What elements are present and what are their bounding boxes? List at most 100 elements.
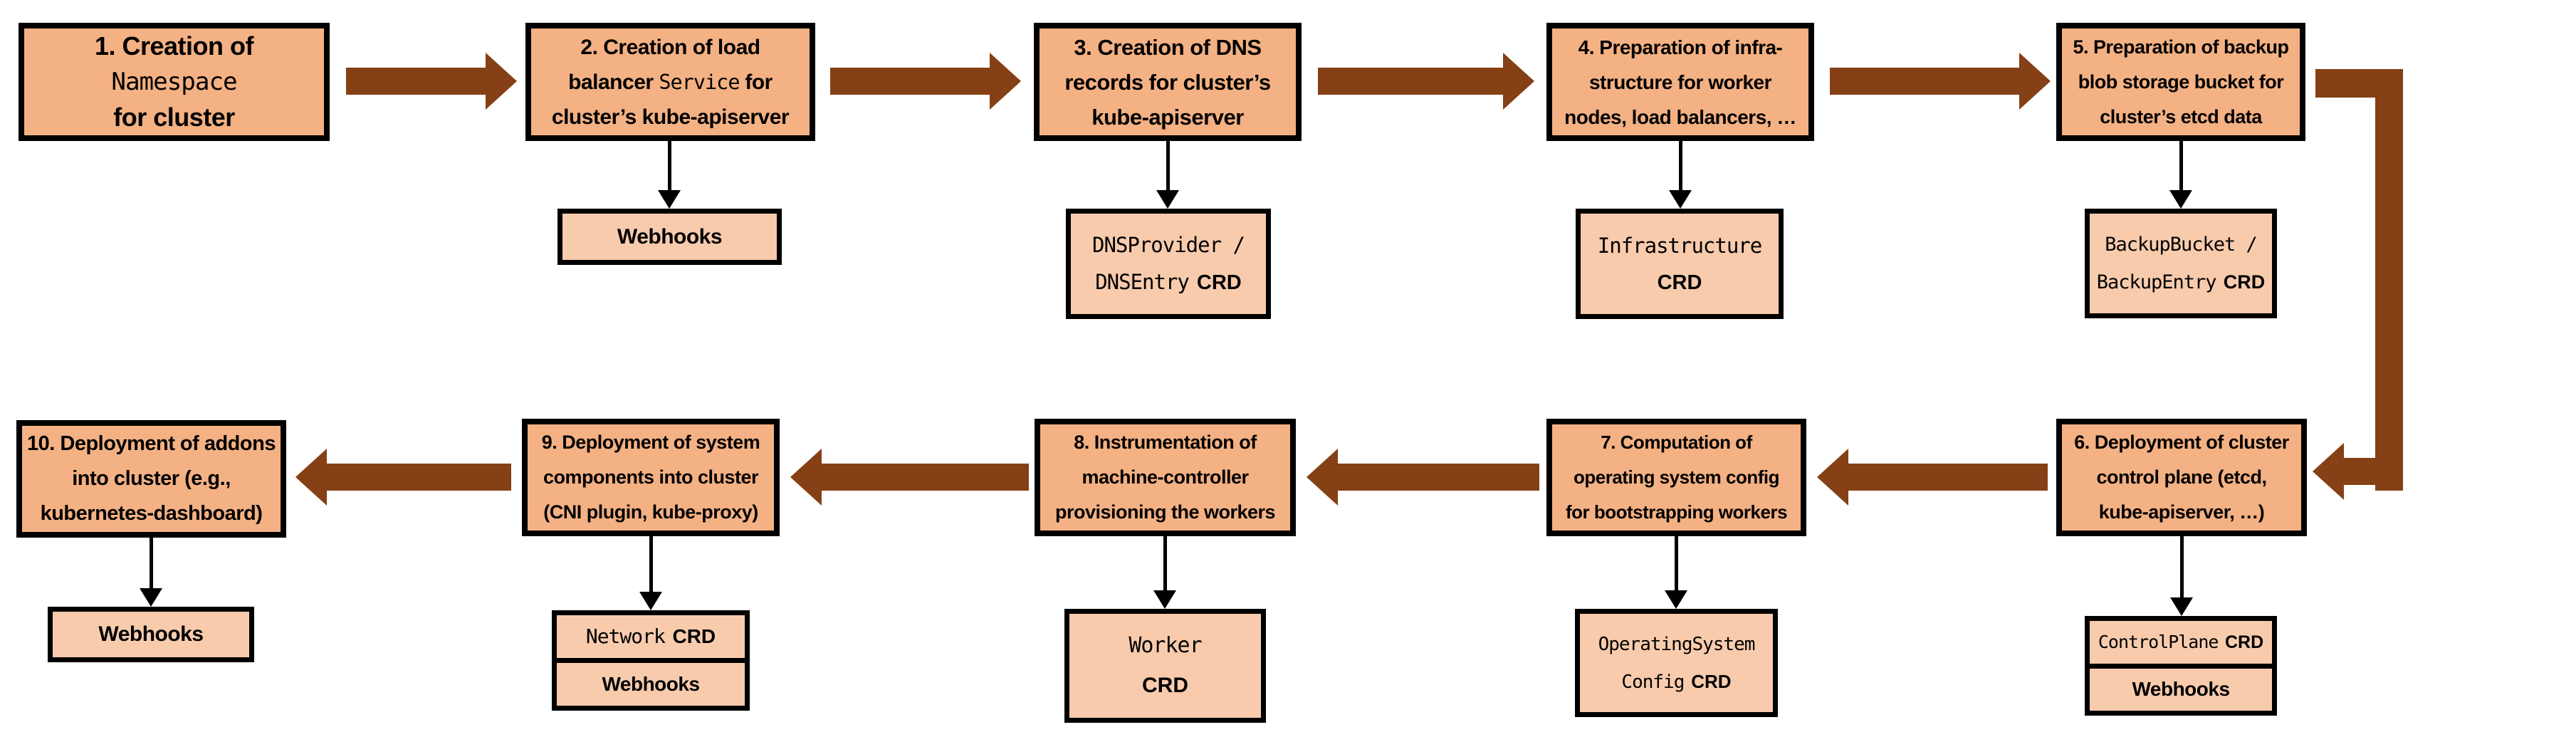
arrow-head (2019, 53, 2051, 110)
arrow-shaft (1318, 68, 1506, 95)
connector-arrowhead (1156, 190, 1179, 209)
step-3-line-2: records for cluster’s (1064, 69, 1271, 95)
arrow-step-9-to-step-10 (295, 449, 511, 506)
arrow-head (990, 53, 1021, 110)
step-1-line-3: for cluster (113, 103, 235, 132)
arrow-step-6-to-step-7 (1817, 449, 2048, 506)
arrow-step-1-to-step-2 (346, 53, 517, 110)
connector-arrowhead (1669, 190, 1692, 209)
step-7-box: 7. Computation of operating system confi… (1546, 419, 1806, 536)
step-5-line-2: blob storage bucket for (2078, 70, 2284, 93)
connector-arrowhead (140, 588, 162, 607)
webhooks-cell: Webhooks (602, 673, 700, 695)
network-label: Network (585, 625, 666, 648)
step-6-line-3: kube-apiserver, …) (2098, 501, 2265, 523)
arrow-head (486, 53, 517, 110)
arrow-head (1817, 449, 1848, 506)
step-3-line-1: 3. Creation of DNS (1074, 34, 1262, 60)
crd-label: CRD (1196, 271, 1242, 294)
infrastructure-label: Infrastructure (1597, 233, 1762, 258)
arrow-step-4-to-step-5 (1830, 53, 2051, 110)
step-2-line-1: 2. Creation of load (580, 35, 760, 59)
webhooks-label: Webhooks (617, 224, 723, 249)
webhooks-label: Webhooks (98, 622, 204, 646)
arrow-head (295, 449, 327, 506)
arrow-head (1503, 53, 1534, 110)
step-5-line-3: cluster’s etcd data (2100, 105, 2262, 127)
connector-stem (1163, 536, 1167, 590)
step-3-line-3: kube-apiserver (1091, 104, 1244, 130)
step-9-line-1: 9. Deployment of system (541, 432, 760, 453)
connector-stem (1678, 141, 1682, 190)
step-10-box: 10. Deployment of addons into cluster (e… (16, 420, 286, 538)
connector-step-3-to-crd (1156, 141, 1179, 209)
step-2-webhooks-box: Webhooks (557, 209, 782, 265)
connector-arrowhead (2170, 597, 2193, 616)
step-1-line-2-namespace: Namespace (111, 68, 237, 96)
connector-step-6-to-crd (2170, 536, 2193, 616)
connector-arrowhead (2169, 190, 2192, 209)
arrow-step-7-to-step-8 (1307, 449, 1539, 506)
step-2-line-2-pre: balancer (568, 70, 659, 94)
connector-step-2-to-webhooks (658, 141, 681, 209)
arrow-shaft (1845, 464, 2048, 491)
step-4-crd-box: Infrastructure CRD (1576, 209, 1784, 319)
arrow-shaft (830, 68, 993, 95)
step-10-line-2: into cluster (e.g., (72, 467, 231, 490)
step-9-box: 9. Deployment of system components into … (522, 419, 780, 536)
connector-stem (1674, 536, 1678, 590)
step-6-line-1: 6. Deployment of cluster (2074, 432, 2289, 453)
step-10-webhooks-box: Webhooks (48, 607, 254, 662)
controlplane-label: ControlPlane (2098, 631, 2219, 652)
step-9-crd-box: Network CRD Webhooks (552, 610, 750, 711)
step-2-line-2-service: Service (659, 70, 740, 94)
step-8-line-3: provisioning the workers (1054, 501, 1276, 523)
arrow-step-3-to-step-4 (1318, 53, 1534, 110)
crd-label: CRD (2223, 271, 2266, 293)
arrow-step-5-to-step-6 (2313, 443, 2403, 500)
crd-label: CRD (2224, 632, 2264, 652)
arrow-shaft (1830, 68, 2022, 95)
step-6-box: 6. Deployment of cluster control plane (… (2056, 419, 2307, 536)
connector-stem (667, 141, 671, 190)
connector-arrowhead (1153, 590, 1176, 609)
connector-step-7-to-crd (1665, 536, 1687, 609)
step-6-line-2: control plane (etcd, (2096, 466, 2267, 488)
step-2-box: 2. Creation of load balancer Service for… (525, 23, 815, 141)
step-2-line-2-post: for (739, 70, 773, 94)
webhooks-cell: Webhooks (2132, 678, 2230, 701)
step-4-line-2: structure for worker (1588, 70, 1772, 93)
step-8-line-1: 8. Instrumentation of (1074, 432, 1257, 453)
connector-stem (2179, 141, 2183, 190)
step-2-line-2: balancer Service for (568, 65, 773, 100)
elbow-connector-vertical (2375, 69, 2403, 491)
arrow-shaft (2341, 458, 2403, 485)
step-7-line-2: operating system config (1574, 466, 1780, 488)
connector-arrowhead (658, 190, 681, 209)
connector-stem (2179, 536, 2184, 597)
crd-label: CRD (1691, 670, 1732, 692)
arrow-head (2313, 443, 2344, 500)
step-3-box: 3. Creation of DNS records for cluster’s… (1034, 23, 1302, 141)
backupbucket-label: BackupBucket / (2105, 233, 2258, 256)
config-label: Config (1621, 671, 1685, 693)
step-7-line-1: 7. Computation of (1601, 432, 1752, 453)
step-2-line-3: cluster’s kube-apiserver (551, 105, 790, 129)
step-9-line-3: (CNI plugin, kube-proxy) (543, 501, 758, 523)
arrow-shaft (324, 464, 511, 491)
step-5-box: 5. Preparation of backup blob storage bu… (2056, 23, 2305, 141)
connector-step-9-to-crd (639, 536, 662, 610)
crd-label: CRD (672, 625, 716, 647)
step-1-box: 1. Creation of Namespace for cluster (19, 23, 330, 141)
arrow-shaft (819, 464, 1029, 491)
arrow-head (790, 449, 822, 506)
network-crd-cell: Network CRD (557, 615, 745, 663)
crd-label: CRD (1657, 271, 1702, 294)
